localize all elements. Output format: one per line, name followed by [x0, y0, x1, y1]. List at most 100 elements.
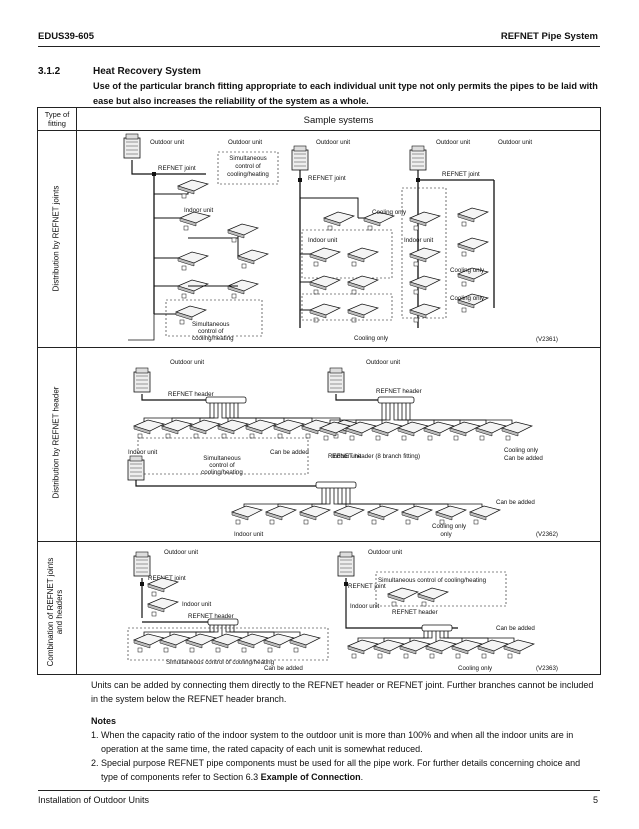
remote-control-icon — [313, 261, 319, 267]
remote-control-icon — [241, 647, 247, 653]
indoor-unit-side-icon — [263, 639, 281, 649]
remote-control-icon — [421, 601, 427, 607]
indoor-unit-side-icon — [469, 511, 487, 521]
outdoor-unit-fan-icon — [293, 145, 307, 152]
indoor-unit-side-icon — [185, 639, 203, 649]
remote-control-icon — [391, 601, 397, 607]
remote-control-icon — [231, 293, 237, 299]
pipe-line — [409, 631, 433, 644]
indoor-unit-side-icon — [245, 425, 263, 435]
diagram-label: Can be added — [270, 449, 309, 456]
diagram-label: Indoor unit — [128, 449, 158, 456]
indoor-unit-side-icon — [409, 281, 427, 291]
remote-control-icon — [137, 433, 143, 439]
remote-control-icon — [165, 433, 171, 439]
remote-control-icon — [137, 647, 143, 653]
indoor-unit-side-icon — [273, 425, 291, 435]
indoor-unit-side-icon — [319, 427, 337, 437]
indoor-unit-side-icon — [363, 217, 381, 227]
diagram-label: control of — [209, 462, 235, 469]
outdoor-unit-icon — [409, 149, 427, 171]
diagram-label: Indoor unit — [350, 603, 380, 610]
diagram-label: Can be added — [496, 499, 535, 506]
sim-control-box — [165, 299, 263, 337]
indoor-unit-side-icon — [367, 511, 385, 521]
example-connection-ref: Example of Connection — [260, 771, 361, 782]
remote-control-icon — [427, 435, 433, 441]
sim-control-box — [375, 571, 507, 607]
diagram-label: cooling/heating — [192, 335, 234, 342]
diagram-label: cooling/heating — [227, 171, 269, 178]
indoor-unit-side-icon — [177, 185, 195, 195]
diagram-label: Can be added — [496, 625, 535, 632]
diagram-label: Cooling only — [504, 447, 539, 454]
indoor-unit-side-icon — [133, 639, 151, 649]
diagram-code-v2361: (V2361) — [536, 336, 558, 343]
pipe-line — [141, 394, 208, 401]
pipe-line — [128, 314, 155, 341]
remote-control-icon — [461, 307, 467, 313]
diagram-label: REFNET header — [376, 388, 422, 395]
diagram-label: Simultaneous control of cooling/heating — [378, 577, 487, 584]
remote-control-icon — [323, 435, 329, 441]
outdoor-unit-icon — [123, 137, 141, 159]
outdoor-unit-fan-icon — [339, 551, 353, 558]
indoor-unit-side-icon — [347, 645, 365, 655]
pipe-line — [345, 488, 449, 510]
pipe-line — [337, 488, 381, 510]
remote-control-icon — [461, 251, 467, 257]
pipe-line — [233, 625, 301, 638]
remote-control-icon — [481, 653, 487, 659]
diagram-label: Outdoor unit — [150, 139, 184, 146]
remote-control-icon — [231, 237, 237, 243]
remote-control-icon — [351, 289, 357, 295]
outdoor-unit-icon — [291, 149, 309, 171]
body-text: Units can be added by connecting them di… — [91, 680, 594, 704]
refnet-header-icon — [315, 481, 357, 489]
remote-control-icon — [181, 193, 187, 199]
pipe-line — [135, 480, 328, 487]
remote-control-icon — [507, 653, 513, 659]
remote-control-icon — [163, 647, 169, 653]
diagram-label: REFNET header — [168, 391, 214, 398]
diagram-code-v2363: (V2363) — [536, 665, 558, 672]
indoor-unit-side-icon — [175, 311, 193, 321]
indoor-unit-side-icon — [159, 639, 177, 649]
outdoor-unit-fan-icon — [411, 145, 425, 152]
remote-control-icon — [235, 519, 241, 525]
pipe-line — [447, 631, 515, 644]
outdoor-unit-icon — [337, 555, 355, 577]
diagram-label: Cooling only — [354, 335, 389, 342]
remote-control-icon — [349, 435, 355, 441]
pipe-line — [341, 488, 415, 510]
indoor-unit-side-icon — [265, 511, 283, 521]
indoor-unit-side-icon — [227, 229, 245, 239]
diagram-label: Outdoor unit — [436, 139, 470, 146]
diagram-label: REFNET header — [188, 613, 234, 620]
diagram-label: Can be added — [504, 455, 543, 462]
remote-control-icon — [453, 435, 459, 441]
indoor-unit-side-icon — [299, 511, 317, 521]
remote-control-icon — [413, 225, 419, 231]
indoor-unit-side-icon — [371, 427, 389, 437]
remote-control-icon — [401, 435, 407, 441]
indoor-unit-side-icon — [409, 309, 427, 319]
remote-control-icon — [367, 225, 373, 231]
indoor-unit-side-icon — [457, 273, 475, 283]
pipe-line — [131, 170, 206, 175]
diagram-label: Cooling only — [458, 665, 493, 672]
cooling-only-box — [301, 293, 393, 321]
indoor-unit-side-icon — [345, 427, 363, 437]
remote-control-icon — [429, 653, 435, 659]
remote-control-icon — [351, 261, 357, 267]
refnet-header-icon — [205, 396, 247, 404]
remote-control-icon — [473, 519, 479, 525]
remote-control-icon — [337, 519, 343, 525]
remote-control-icon — [455, 653, 461, 659]
indoor-unit-side-icon — [399, 645, 417, 655]
indoor-unit-side-icon — [289, 639, 307, 649]
indoor-unit-side-icon — [435, 511, 453, 521]
indoor-unit-side-icon — [401, 511, 419, 521]
indoor-unit-side-icon — [177, 285, 195, 295]
diagram-label: Outdoor unit — [366, 359, 400, 366]
